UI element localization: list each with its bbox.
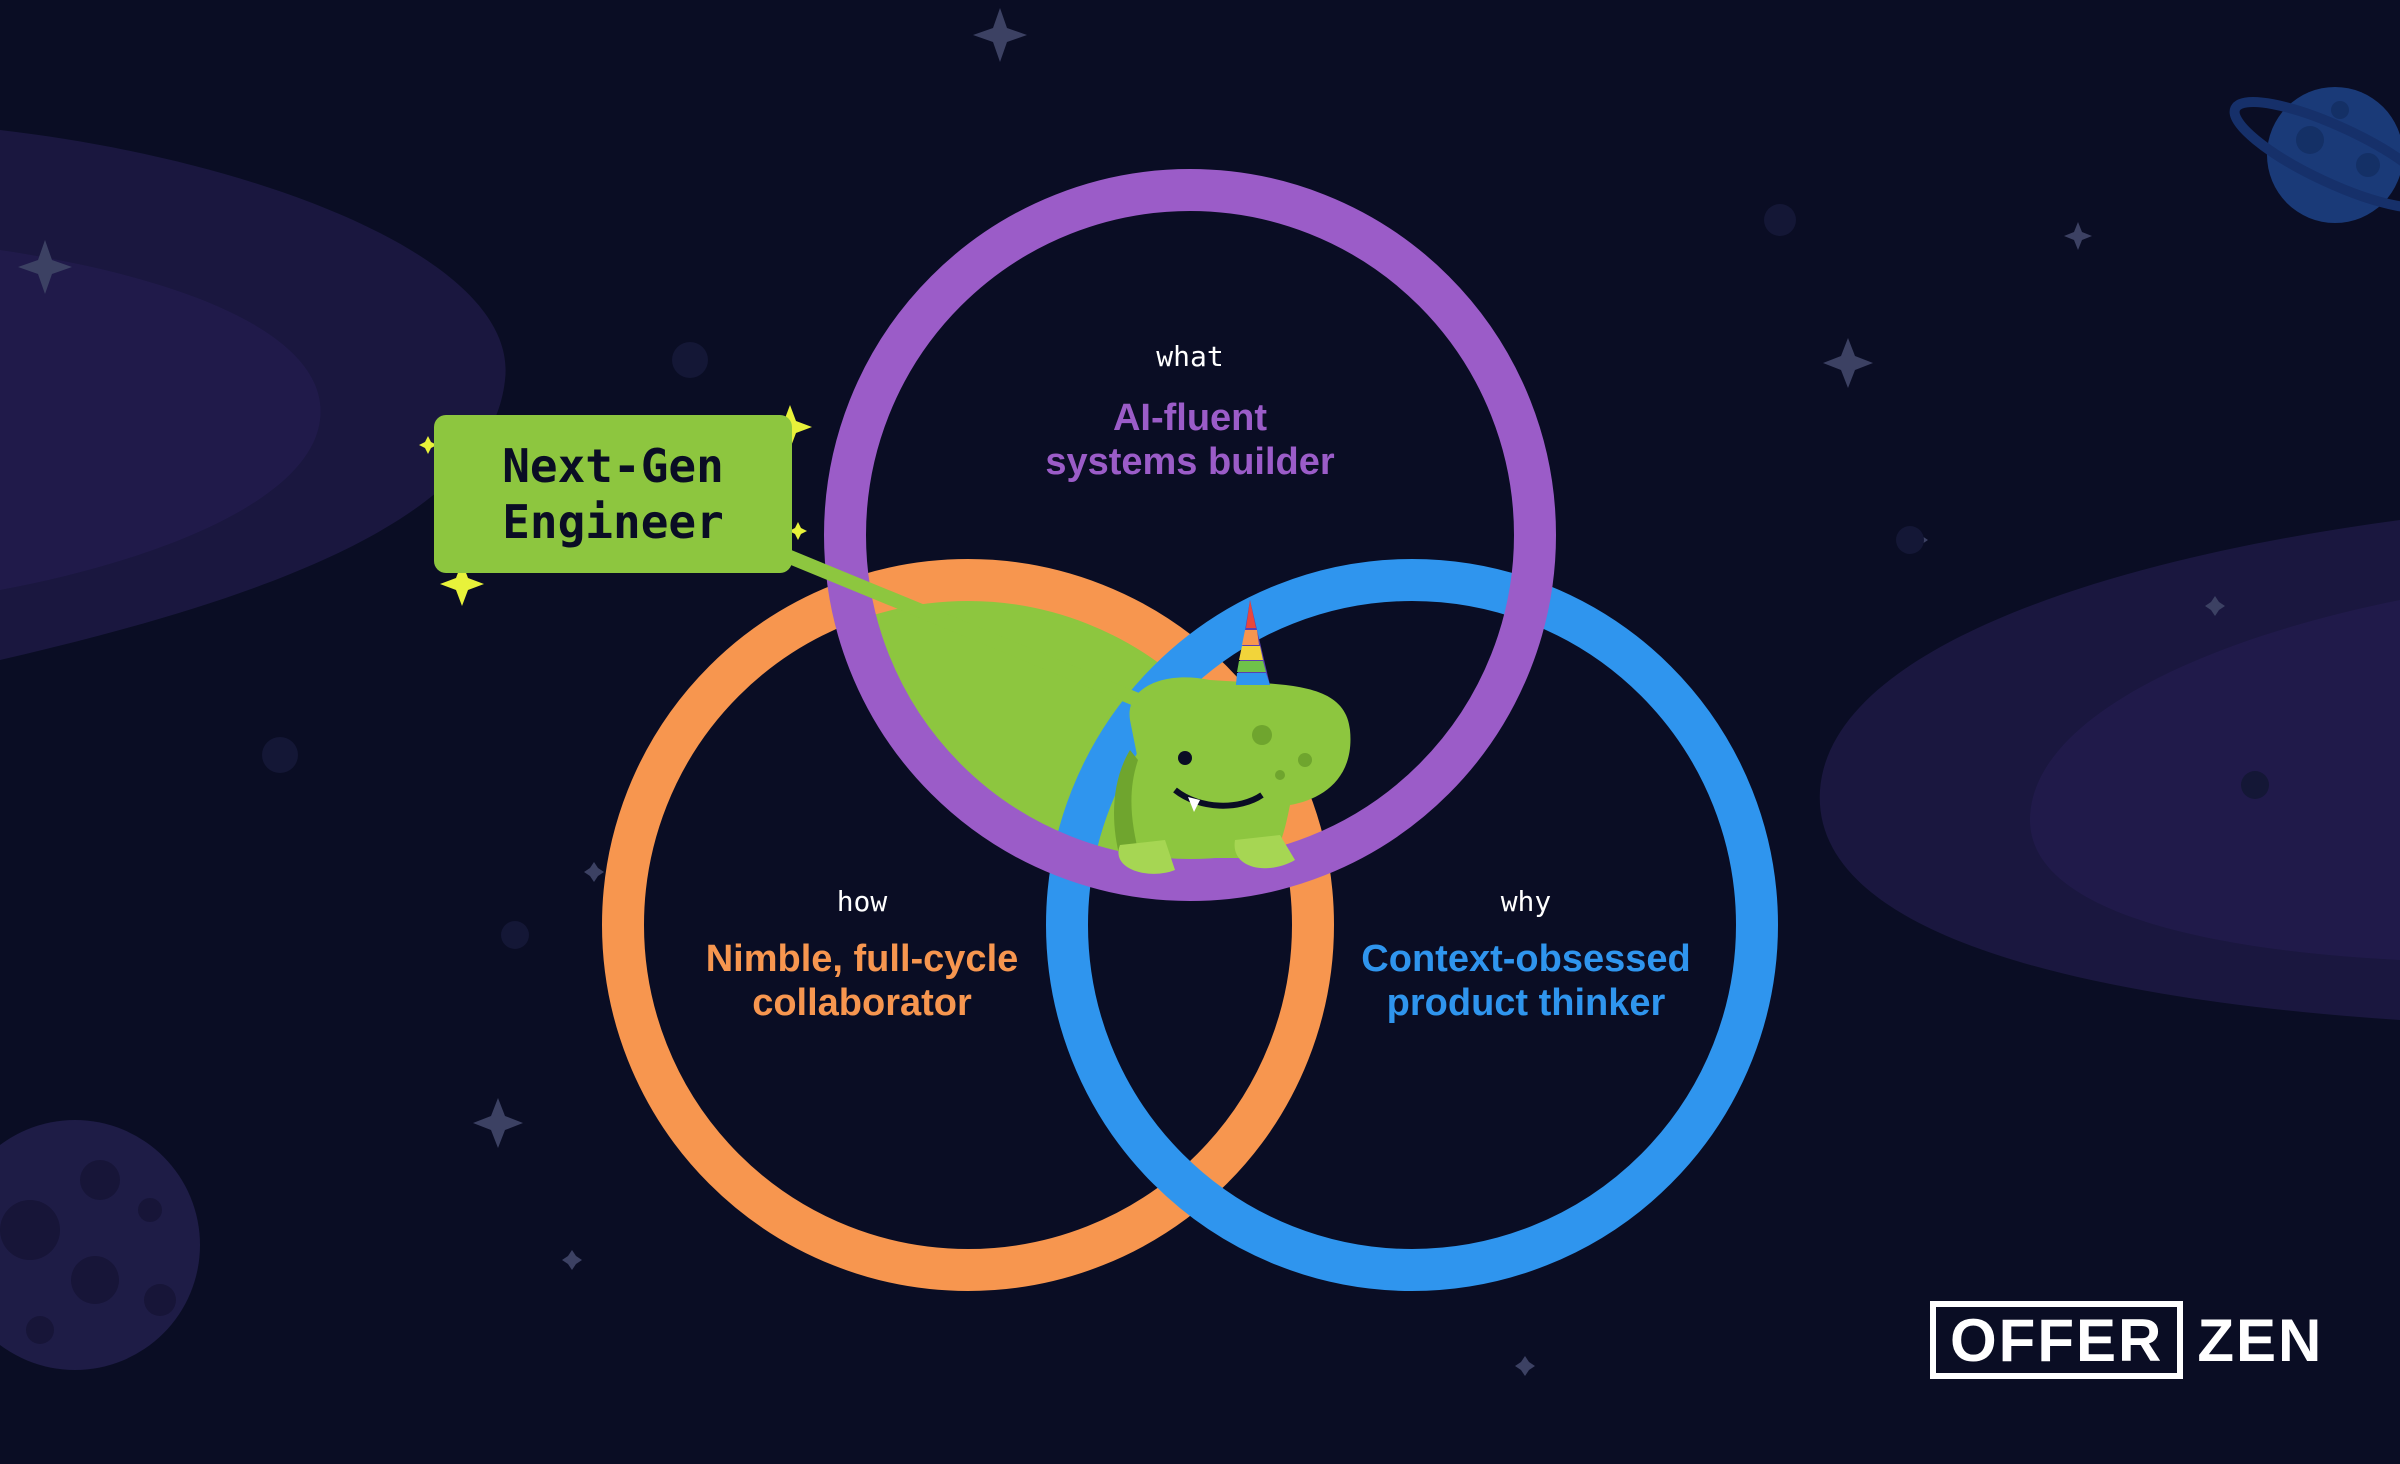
why-line-2: product thinker [1386,982,1666,1024]
how-line-1: Nimble, full-cycle [705,938,1019,980]
offerzen-logo: OFFER ZEN [1930,1300,2323,1380]
what-description: AI-fluent systems builder [890,396,1490,484]
unicorn-dinosaur-icon [1114,600,1351,874]
what-tag: what [1156,340,1224,373]
star-icons [18,8,2225,1376]
logo-plain-word: ZEN [2197,1306,2324,1374]
what-line-2: systems builder [1045,441,1335,483]
why-line-1: Context-obsessed [1361,938,1691,980]
how-tag: how [836,885,888,918]
callout-line-1: Next-Gen [502,439,724,493]
circle-what [824,169,1556,901]
nebula-left-inner [0,250,321,590]
logo-boxed-word: OFFER [1930,1301,2184,1379]
how-description: Nimble, full-cycle collaborator [562,937,1162,1025]
callout-connector [782,548,1153,712]
callout-line-2: Engineer [502,495,724,549]
why-description: Context-obsessed product thinker [1226,937,1826,1025]
what-line-1: AI-fluent [1112,397,1268,439]
circle-how [602,559,1334,1291]
how-line-2: collaborator [752,982,972,1024]
why-tag: why [1500,885,1552,918]
circle-why [1046,559,1778,1291]
next-gen-engineer-callout: Next-Gen Engineer [434,415,792,573]
moon-icon [0,1120,200,1370]
planet-icon [2229,87,2400,223]
center-overlap-fill [845,580,1313,880]
nebula-right-inner [2030,600,2400,960]
